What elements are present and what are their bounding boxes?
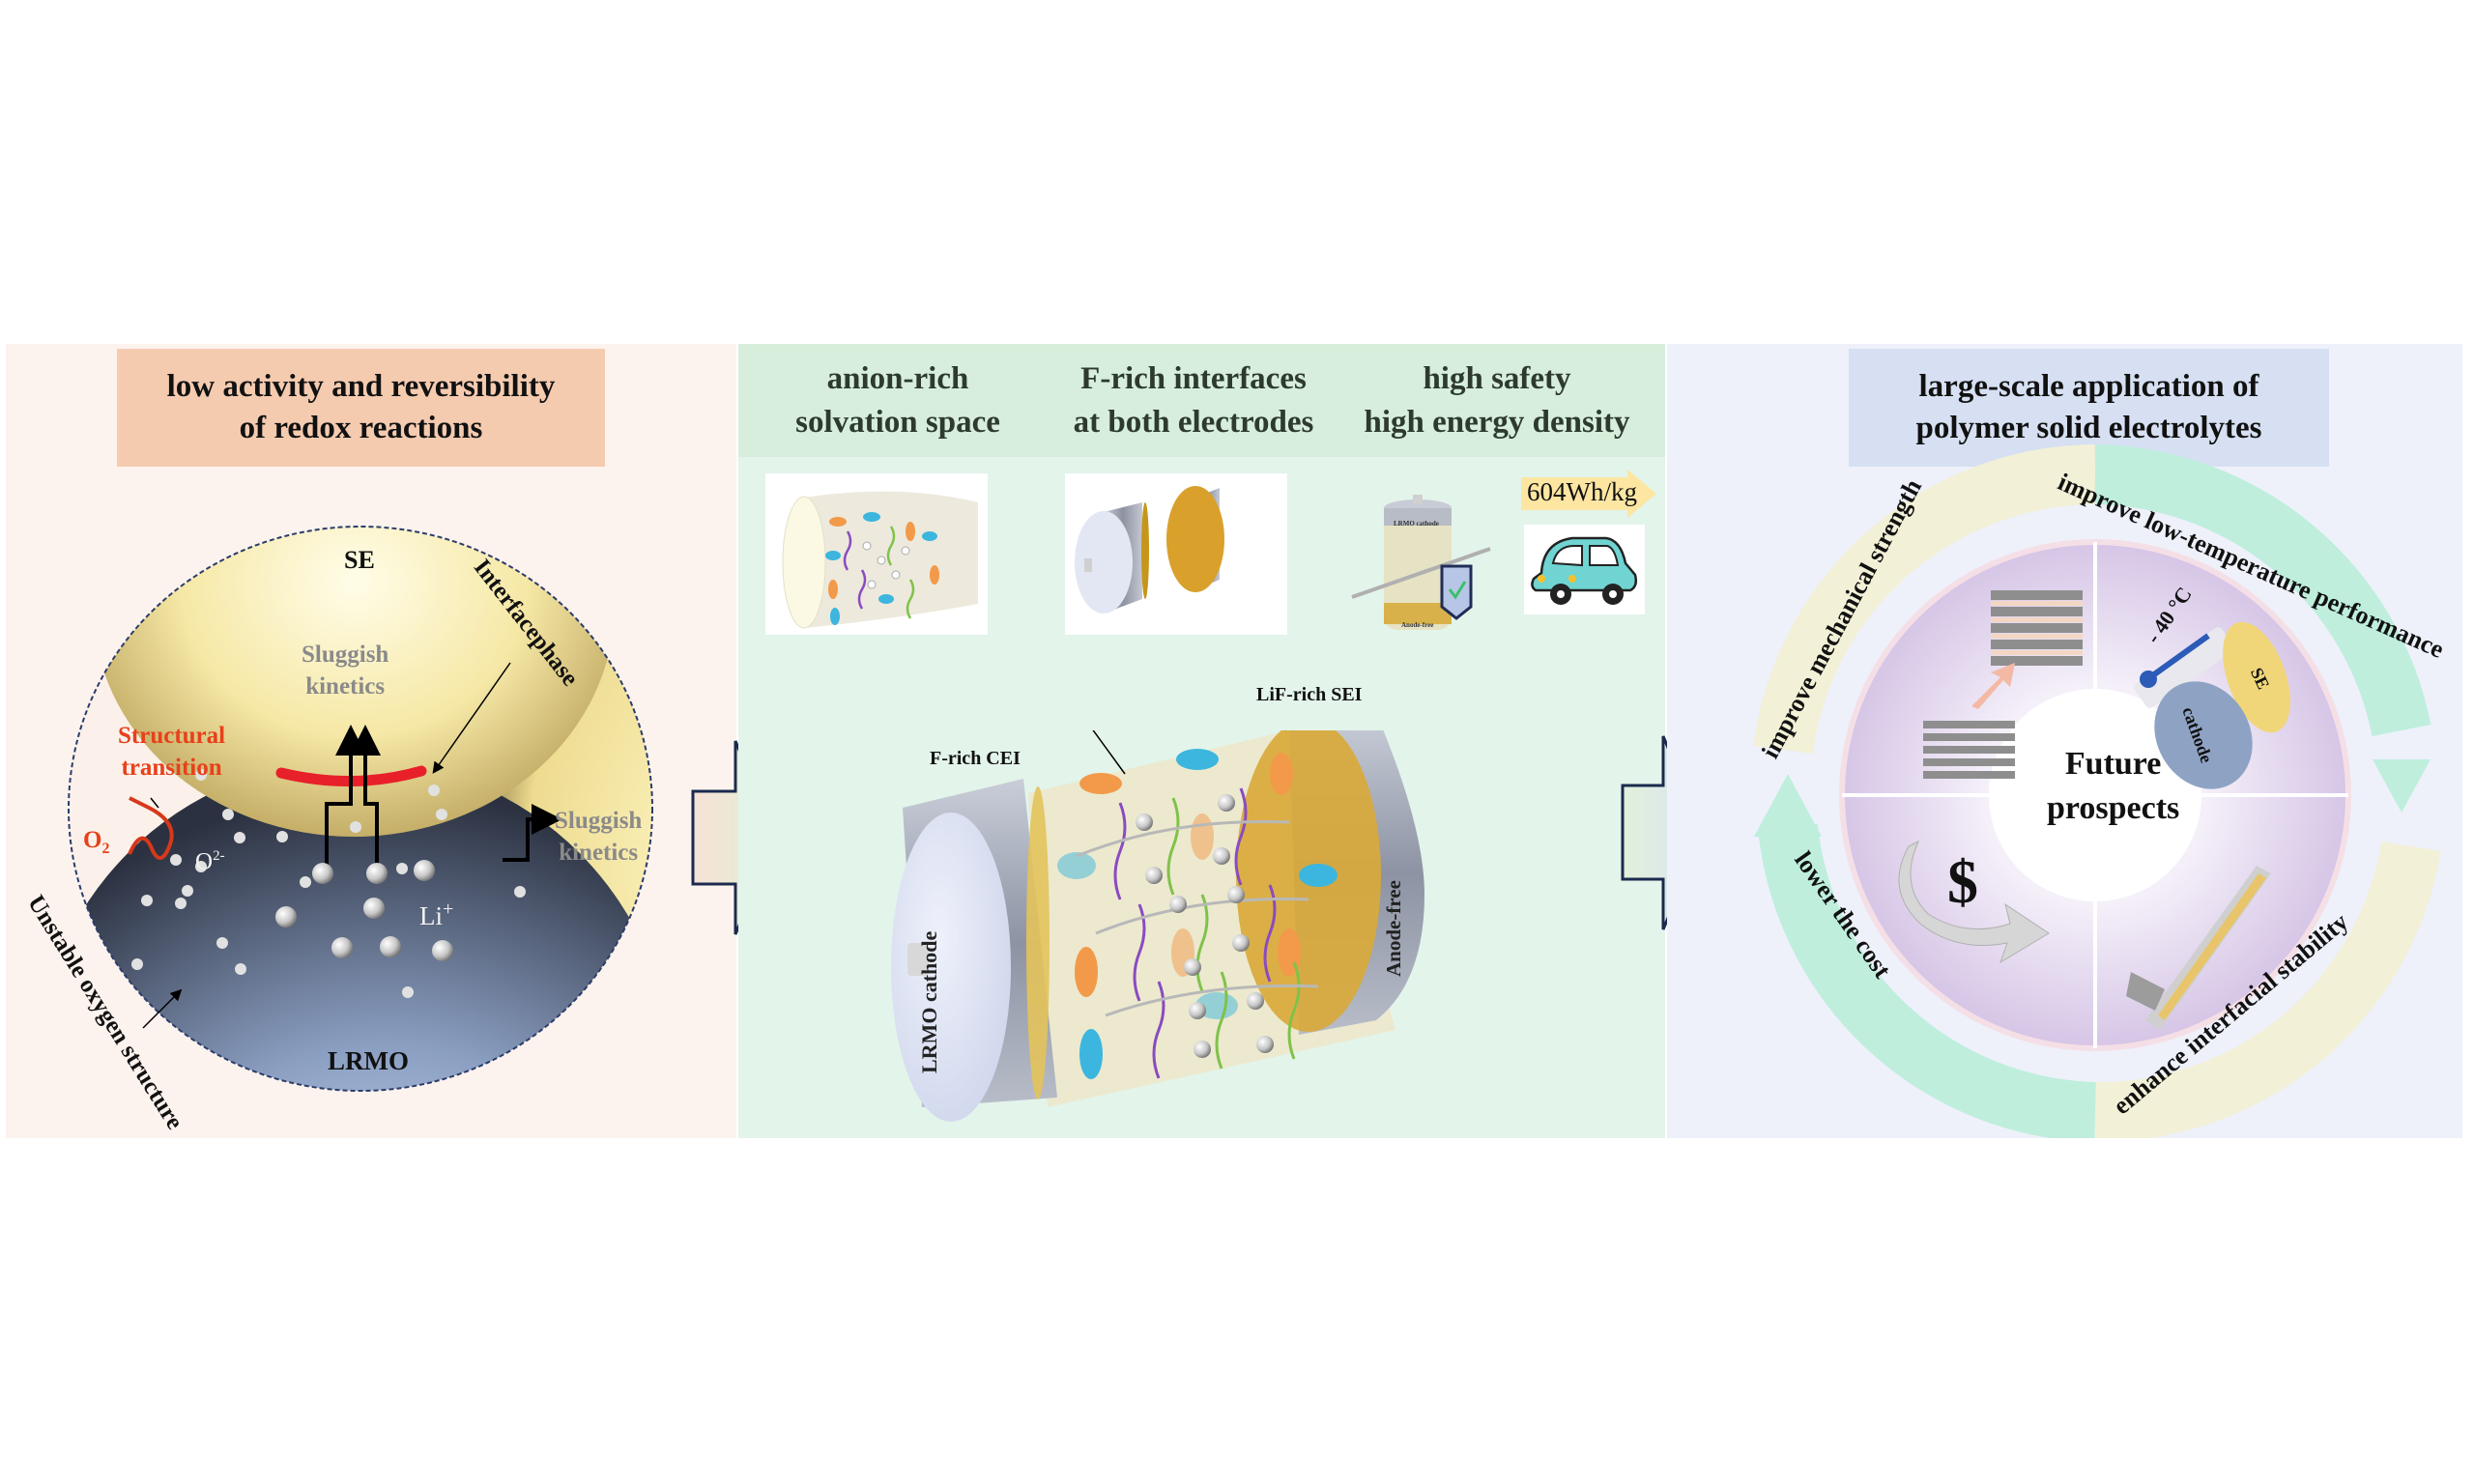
arc-arrowhead-right [2373,759,2431,813]
structural-transition-label: Structural transition [118,723,226,781]
mini-battery-anode-label: Anode-free [1401,621,1434,629]
lif-rich-sei-label: LiF-rich SEI [1256,684,1363,705]
cathode-se-mini-icon [2154,621,2290,789]
panel-prospects: large-scale application of polymer solid… [1667,344,2462,1138]
interphase-pointer [432,662,511,774]
li-ion-particles [1136,794,1274,1058]
car-card [1524,525,1645,614]
transition-pointer [150,797,159,809]
cost-reduction-arrow-icon [1898,840,2050,964]
prospects-title-line2: polymer solid electrolytes [1915,411,2262,445]
cathode-face [891,813,1011,1122]
zoom-circle-outline [68,526,653,1092]
o2-label: O2 [83,827,110,857]
strategy-header: anion-rich solvation space F-rich interf… [738,344,1665,457]
panel-strategy: anion-rich solvation space F-rich interf… [738,344,1665,1138]
se-label: SE [344,546,375,574]
anode-free-label: Anode-free [1382,880,1405,977]
coating-blade-icon [2126,866,2271,1030]
lrmo-cathode-label: LRMO cathode [917,930,941,1073]
lrmo-particle [69,759,652,1091]
challenges-title-line1: low activity and reversibility [166,369,556,405]
arc-arrowhead-left [1754,774,1822,837]
sluggish-kinetics-top: Sluggish kinetics [302,642,389,699]
dollar-icon: $ [1947,847,1978,916]
prospects-title-line1: large-scale application of [1918,369,2259,405]
cathode-terminal [907,943,929,976]
challenges-title-line2: of redox reactions [239,411,483,445]
li-path-right [350,725,381,873]
lrmo-label: LRMO [328,1046,409,1075]
lithium-ions [275,860,453,961]
mini-battery-cathode-label: LRMO cathode [1394,520,1439,528]
se-particle-top [93,527,615,837]
f-rich-cei-layer [1026,786,1050,1099]
interface-diagram [68,526,653,1092]
header-f-rich: F-rich interfaces at both electrodes [1073,361,1314,440]
header-anion-rich: anion-rich solvation space [795,361,1000,440]
panel-challenges: low activity and reversibility of redox … [6,344,736,1138]
arc-cost [1758,823,2097,1138]
future-prospects-label: Future prospects [2047,746,2180,826]
challenges-title: low activity and reversibility of redox … [117,349,605,467]
f-rich-card [1065,473,1287,635]
electric-car-icon [1531,536,1638,605]
polymer-chains [1076,787,1319,1079]
energy-density-value: 604Wh/kg [1527,477,1637,506]
thermometer-icon [2134,627,2234,708]
arc-mechanical [1753,444,2096,755]
cei-pointer [1092,730,1126,775]
energy-badge-arrow [1521,470,1656,518]
f-rich-cei-label: F-rich CEI [930,748,1021,769]
sluggish-kinetics-right: Sluggish kinetics [555,808,643,866]
arc-low-temperature [2094,444,2431,737]
electrode-discs-icon [1075,486,1224,614]
oxide-ion-label: O2- [195,848,225,875]
li-path-side [503,804,562,862]
unstable-oxygen-pointer [142,988,183,1029]
electrolyte-cylinder-icon [782,491,978,629]
li-path-left [325,725,366,873]
center-circle [1989,689,2201,901]
anion-rich-card [765,473,988,635]
header-safety-energy: high safety high energy density [1364,361,1630,440]
mini-battery-icon [1351,495,1491,630]
o2-release-arrow [128,796,174,860]
battery-diagram [891,730,1424,1122]
safety-battery-card: LRMO cathode Anode-free [1347,489,1502,643]
arc-interfacial [2094,841,2441,1138]
prospects-wheel [1753,444,2441,1138]
li-ion-label: Li+ [419,899,454,930]
oxygen-ions [131,769,526,998]
layered-stack-icon [1923,590,2083,779]
